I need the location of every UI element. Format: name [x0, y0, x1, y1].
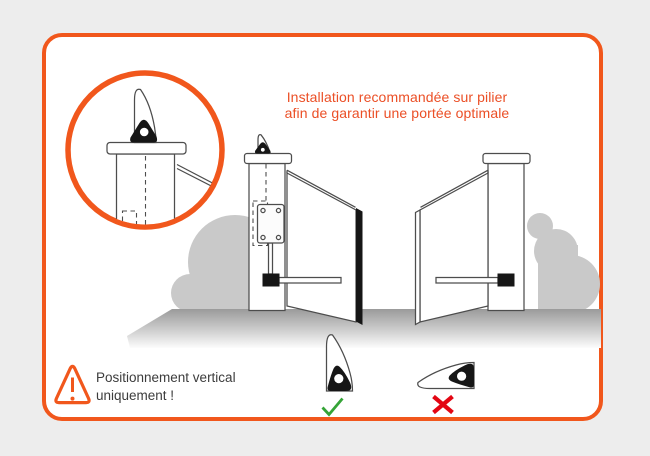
right-arm: [435, 276, 499, 284]
warning-line1: Positionnement vertical: [96, 370, 236, 385]
ground: [127, 309, 601, 348]
note-line1: Installation recommandée sur pilier: [286, 89, 508, 105]
recommendation-note: Installation recommandée sur pilier afin…: [252, 89, 542, 121]
warning-line2: uniquement !: [96, 387, 175, 403]
antenna-horizontal-icon: [417, 361, 475, 390]
note-line2: afin de garantir une portée optimale: [284, 105, 510, 121]
cross-icon: [432, 394, 454, 415]
left-arm: [278, 276, 342, 284]
right-gate: [414, 169, 489, 326]
right-pillar: [482, 152, 531, 312]
bush-right: [527, 213, 600, 313]
warning-text: Positionnement vertical uniquement !: [96, 369, 286, 404]
left-gate-operator: [252, 164, 342, 287]
antenna-on-pillar: [254, 133, 271, 154]
control-box: [256, 203, 285, 244]
right-motor: [497, 273, 515, 287]
zoom-detail-circle: [65, 70, 225, 230]
warning-triangle-icon: [54, 364, 91, 405]
left-motor: [262, 273, 280, 287]
left-gate: [286, 169, 363, 325]
right-gate-operator: [435, 273, 515, 287]
zoom-detail-antenna: [106, 88, 220, 225]
checkmark-icon: [321, 397, 344, 417]
